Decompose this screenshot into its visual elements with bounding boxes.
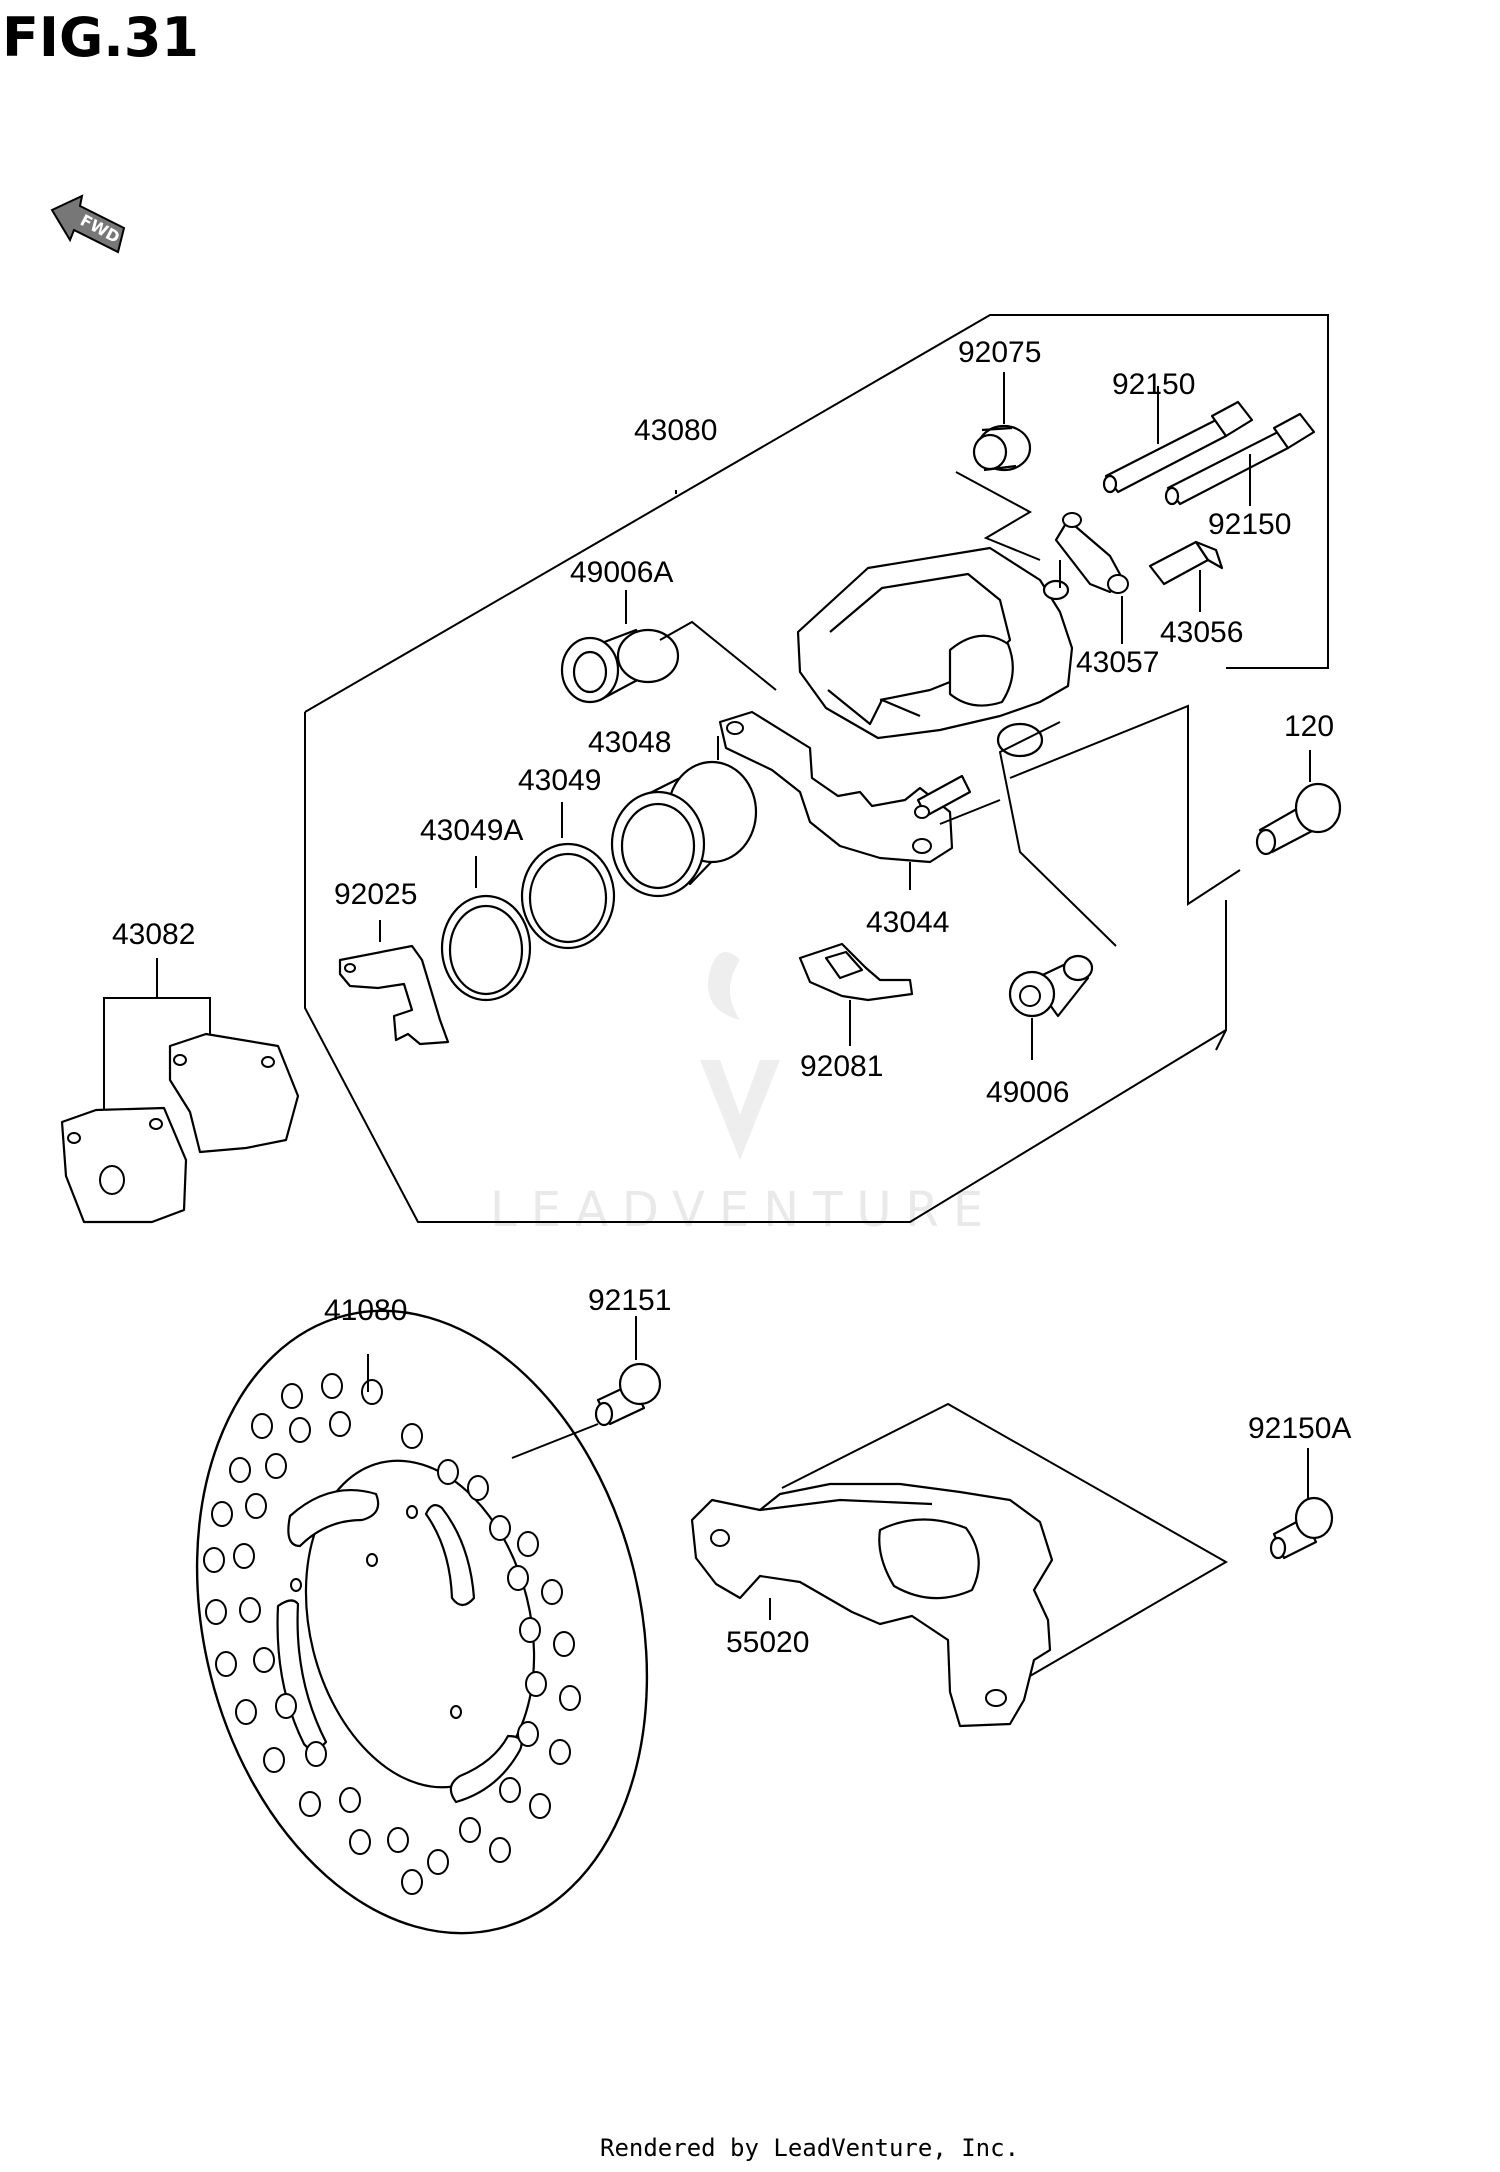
label-120: 120 — [1284, 710, 1334, 743]
lower-leader-lines — [367, 1316, 1309, 1677]
bleeder-cap-43057 — [1054, 512, 1129, 594]
seal-43049 — [520, 842, 616, 950]
label-92075: 92075 — [958, 336, 1041, 369]
watermark: LEADVENTURE — [490, 952, 997, 1238]
disc-holes — [203, 1373, 581, 1895]
label-55020: 55020 — [726, 1626, 809, 1659]
figure-title: FIG.31 — [2, 6, 199, 69]
sleeve-49006 — [1008, 954, 1094, 1018]
fwd-arrow-icon: FWD — [50, 194, 126, 254]
watermark-text: LEADVENTURE — [490, 1182, 997, 1238]
label-43049: 43049 — [518, 764, 601, 797]
brake-disc-41080 — [195, 1309, 649, 1935]
label-43049A: 43049A — [420, 814, 523, 847]
bolt-120 — [1255, 782, 1342, 856]
label-49006A: 49006A — [570, 556, 673, 589]
boot-92075 — [972, 424, 1032, 472]
pin-92150-lower — [1164, 412, 1316, 506]
bolt-92151 — [594, 1362, 662, 1427]
seal-43049A — [440, 894, 532, 1002]
label-41080: 41080 — [324, 1294, 407, 1327]
label-92150A: 92150A — [1248, 1412, 1351, 1445]
sleeve-49006A — [560, 628, 680, 704]
footer-credit: Rendered by LeadVenture, Inc. — [600, 2134, 1019, 2162]
label-43057: 43057 — [1076, 646, 1159, 679]
caliper-assembly-outline — [304, 314, 1329, 713]
spring-92025 — [338, 944, 450, 1046]
brake-pads-43082 — [60, 958, 300, 1224]
label-43080: 43080 — [634, 414, 717, 447]
label-92151: 92151 — [588, 1284, 671, 1317]
piston-43048 — [610, 760, 758, 898]
pin-92150-upper — [1102, 400, 1254, 494]
label-43082: 43082 — [112, 918, 195, 951]
bolt-92150A — [1269, 1496, 1334, 1560]
label-43056: 43056 — [1160, 616, 1243, 649]
label-92081: 92081 — [800, 1050, 883, 1083]
bleeder-valve-43056 — [1148, 540, 1224, 586]
caliper-body — [796, 546, 1074, 758]
label-92150: 92150 — [1112, 368, 1195, 401]
caliper-bracket — [718, 710, 972, 864]
label-92150-second: 92150 — [1208, 508, 1291, 541]
pad-spring-92081 — [798, 942, 914, 1002]
leader-lines — [379, 372, 1311, 1060]
label-92025: 92025 — [334, 878, 417, 911]
label-49006: 49006 — [986, 1076, 1069, 1109]
caliper-mount-bracket-55020 — [690, 1482, 1054, 1728]
label-43044: 43044 — [866, 906, 949, 939]
label-43048: 43048 — [588, 726, 671, 759]
